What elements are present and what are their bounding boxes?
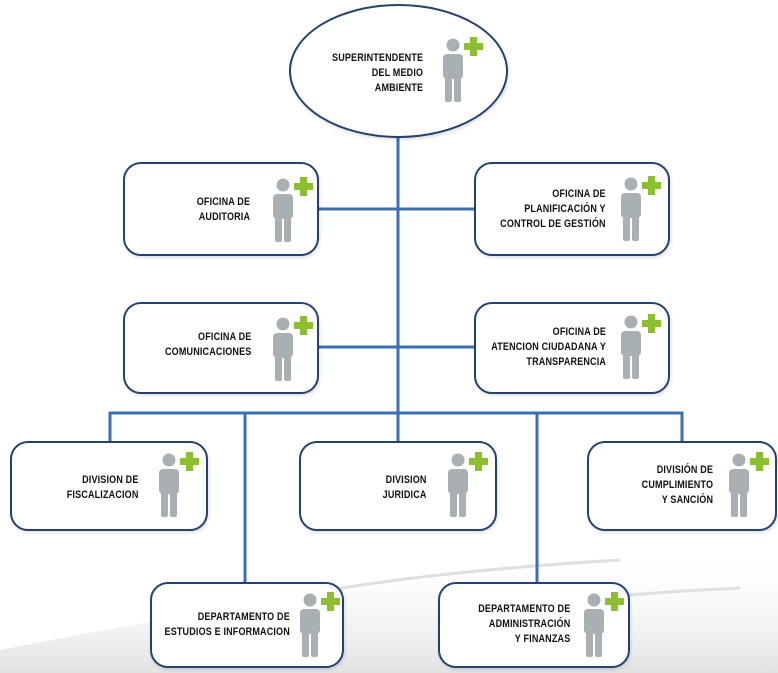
person-add-icon — [273, 316, 313, 381]
node-division-cumplimiento[interactable]: DIVISIÓN DE CUMPLIMIENTO Y SANCIÓN — [587, 441, 777, 531]
planificacion-line2: PLANIFICACIÓN Y — [524, 203, 606, 215]
node-division-juridica[interactable]: DIVISION JURIDICA — [299, 441, 497, 531]
superintendent-line1: SUPERINTENDENTE — [331, 52, 423, 64]
comunicaciones-line2: COMUNICACIONES — [164, 346, 251, 358]
node-oficina-planificacion[interactable]: OFICINA DE PLANIFICACIÓN Y CONTROL DE GE… — [474, 162, 670, 256]
juridica-line1: DIVISION — [386, 474, 427, 486]
person-add-icon — [448, 452, 488, 517]
person-add-icon — [621, 176, 661, 241]
fiscalizacion-line2: FISCALIZACION — [67, 489, 139, 501]
superintendent-line2: DEL MEDIO — [371, 67, 423, 79]
cumplimiento-line2: CUMPLIMIENTO — [641, 479, 713, 491]
node-oficina-comunicaciones[interactable]: OFICINA DE COMUNICACIONES — [123, 302, 319, 394]
juridica-line2: JURIDICA — [383, 489, 427, 501]
person-add-icon — [159, 452, 199, 517]
auditoria-line1: OFICINA DE — [196, 196, 250, 208]
estudios-line1: DEPARTAMENTO DE — [197, 611, 290, 623]
cumplimiento-line1: DIVISIÓN DE — [656, 464, 713, 476]
atencion-line2: ATENCION CIUDADANA Y — [491, 341, 606, 353]
fiscalizacion-line1: DIVISION DE — [82, 474, 139, 486]
cumplimiento-line3: Y SANCIÓN — [661, 494, 713, 506]
node-oficina-auditoria[interactable]: OFICINA DE AUDITORIA — [123, 162, 319, 256]
node-division-fiscalizacion[interactable]: DIVISION DE FISCALIZACION — [10, 441, 208, 531]
auditoria-label: OFICINA DE AUDITORIA — [197, 195, 250, 225]
node-superintendent[interactable]: SUPERINTENDENTE DEL MEDIO AMBIENTE — [289, 4, 508, 138]
administracion-line1: DEPARTAMENTO DE — [477, 603, 570, 615]
atencion-line3: TRANSPARENCIA — [526, 356, 606, 368]
administracion-line2: ADMINISTRACIÓN — [488, 618, 570, 630]
superintendent-label: SUPERINTENDENTE DEL MEDIO AMBIENTE — [332, 51, 423, 96]
atencion-label: OFICINA DE ATENCION CIUDADANA Y TRANSPAR… — [491, 325, 606, 370]
person-add-icon — [300, 592, 340, 657]
cumplimiento-label: DIVISIÓN DE CUMPLIMIENTO Y SANCIÓN — [642, 463, 713, 508]
superintendent-line3: AMBIENTE — [374, 82, 423, 94]
person-add-icon — [621, 314, 661, 379]
administracion-line3: Y FINANZAS — [514, 633, 570, 645]
administracion-label: DEPARTAMENTO DE ADMINISTRACIÓN Y FINANZA… — [478, 602, 570, 647]
person-add-icon — [273, 177, 313, 242]
auditoria-line2: AUDITORIA — [198, 211, 250, 223]
node-departamento-administracion[interactable]: DEPARTAMENTO DE ADMINISTRACIÓN Y FINANZA… — [438, 582, 630, 668]
planificacion-line3: CONTROL DE GESTIÓN — [500, 218, 606, 230]
person-add-icon — [443, 37, 483, 102]
planificacion-label: OFICINA DE PLANIFICACIÓN Y CONTROL DE GE… — [500, 187, 606, 232]
estudios-line2: ESTUDIOS E INFORMACION — [164, 626, 290, 638]
fiscalizacion-label: DIVISION DE FISCALIZACION — [67, 473, 139, 503]
person-add-icon — [729, 452, 769, 517]
comunicaciones-line1: OFICINA DE — [197, 331, 251, 343]
node-departamento-estudios[interactable]: DEPARTAMENTO DE ESTUDIOS E INFORMACION — [150, 582, 344, 668]
atencion-line1: OFICINA DE — [552, 326, 606, 338]
estudios-label: DEPARTAMENTO DE ESTUDIOS E INFORMACION — [165, 610, 290, 640]
planificacion-line1: OFICINA DE — [552, 188, 606, 200]
comunicaciones-label: OFICINA DE COMUNICACIONES — [165, 330, 251, 360]
node-oficina-atencion[interactable]: OFICINA DE ATENCION CIUDADANA Y TRANSPAR… — [474, 302, 670, 394]
juridica-label: DIVISION JURIDICA — [383, 473, 427, 503]
person-add-icon — [584, 592, 624, 657]
